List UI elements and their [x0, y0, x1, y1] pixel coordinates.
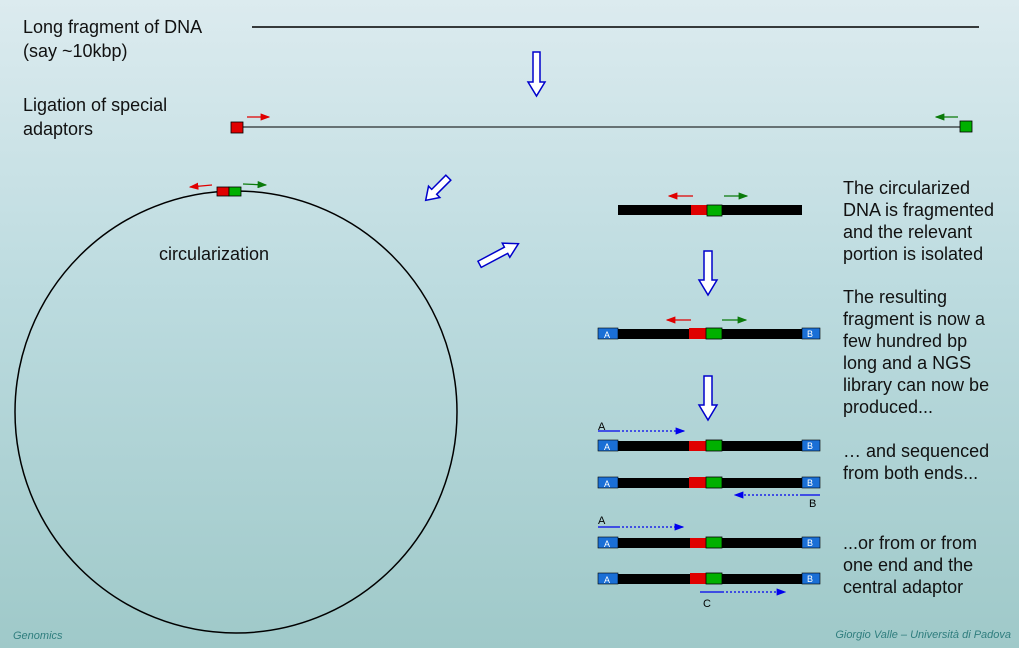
- central1-primer-a-label: A: [598, 515, 606, 527]
- footer-right: Giorgio Valle – Università di Padova: [835, 629, 1011, 641]
- down-arrow-1: [526, 51, 547, 98]
- ligation-line-1: Ligation of special: [23, 95, 168, 115]
- circle-green-adaptor: [228, 186, 242, 197]
- resulting-description: The resulting fragment is now a few hund…: [843, 287, 990, 417]
- read2-adaptor-a-label: A: [604, 479, 610, 489]
- read2-adaptor-b-label: B: [807, 478, 813, 488]
- read2-adaptor-b: [801, 476, 821, 489]
- read2-green-adaptor: [705, 476, 723, 489]
- central2-adaptor-a: [597, 572, 619, 585]
- diagonal-arrow-down-left: [424, 174, 452, 202]
- read2-adaptor-a: [597, 476, 619, 489]
- read1-red-adaptor: [689, 441, 706, 451]
- library-adaptor-a: [597, 327, 619, 340]
- read1-primer-a-label: A: [598, 421, 606, 433]
- central2-primer-c-label: C: [703, 598, 711, 610]
- library-adaptor-a-label: A: [604, 330, 610, 340]
- read1-adaptor-a-label: A: [604, 442, 610, 452]
- central2-adaptor-b: [801, 572, 821, 585]
- library-adaptor-b-label: B: [807, 329, 813, 339]
- red-adaptor: [230, 121, 244, 134]
- circle-red-arrow: [188, 182, 213, 190]
- read1-adaptor-b: [801, 439, 821, 452]
- fragment-green-adaptor: [706, 204, 723, 217]
- central2-adaptor-a-label: A: [604, 575, 610, 585]
- title-line-1: Long fragment of DNA: [23, 17, 203, 37]
- down-arrow-2: [697, 250, 719, 297]
- footer-left: Genomics: [13, 630, 63, 642]
- library-red-adaptor: [689, 328, 706, 339]
- central1-adaptor-a-label: A: [604, 539, 610, 549]
- central2-adaptor-b-label: B: [807, 574, 813, 584]
- circle-green-arrow: [242, 181, 268, 189]
- central1-adaptor-a: [597, 536, 619, 549]
- library-green-adaptor: [705, 327, 723, 340]
- central1-adaptor-b-label: B: [807, 538, 813, 548]
- central1-adaptor-b: [801, 536, 821, 549]
- both-ends-description: … and sequenced from both ends...: [843, 441, 990, 483]
- diagonal-arrow-up-right: [476, 242, 520, 269]
- read1-adaptor-a: [597, 439, 619, 452]
- green-adaptor: [959, 120, 973, 133]
- title-line-2: (say ~10kbp): [23, 41, 128, 61]
- read1-adaptor-b-label: B: [807, 441, 813, 451]
- central2-red-adaptor: [690, 573, 706, 584]
- down-arrow-3: [697, 375, 719, 422]
- central2-green-adaptor: [705, 572, 723, 585]
- fragment-red-adaptor: [691, 205, 707, 215]
- circularization-label: circularization: [159, 244, 270, 264]
- read1-green-adaptor: [705, 439, 723, 452]
- central1-green-adaptor: [705, 536, 723, 549]
- fragmented-description: The circularized DNA is fragmented and t…: [843, 178, 995, 264]
- circular-dna: [14, 190, 458, 634]
- read2-primer-b-label: B: [809, 498, 816, 510]
- ligation-line-2: adaptors: [23, 119, 94, 139]
- library-adaptor-b: [801, 327, 821, 340]
- central1-red-adaptor: [690, 538, 706, 548]
- read2-red-adaptor: [689, 477, 706, 488]
- circle-red-adaptor: [216, 186, 230, 197]
- central-description: ...or from or from one end and the centr…: [843, 533, 978, 597]
